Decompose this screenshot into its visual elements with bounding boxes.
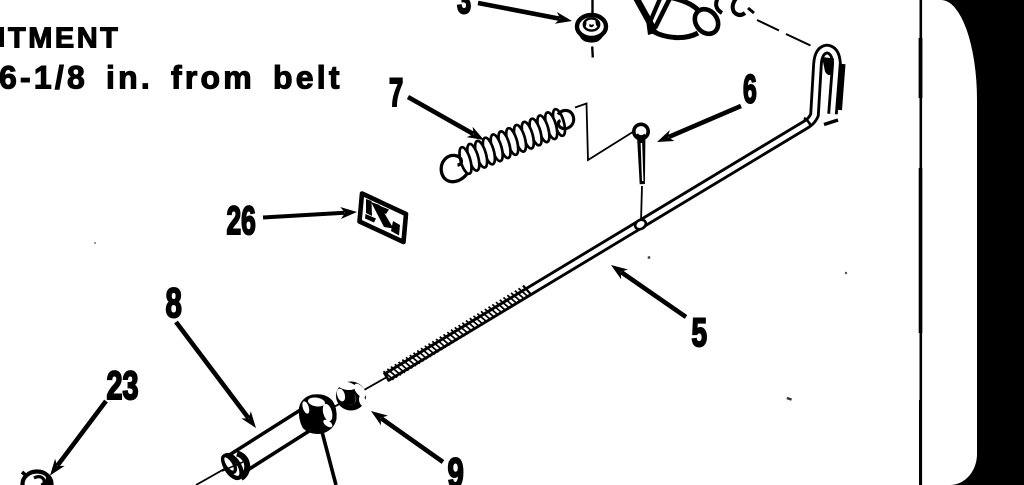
svg-text:6: 6 bbox=[743, 68, 757, 112]
svg-text:26: 26 bbox=[227, 199, 256, 244]
svg-text:23: 23 bbox=[107, 363, 139, 408]
svg-text:9: 9 bbox=[448, 449, 464, 485]
svg-text:3: 3 bbox=[457, 0, 471, 23]
svg-text:5: 5 bbox=[692, 311, 708, 355]
svg-text:6-1/8 in. from belt: 6-1/8 in. from belt bbox=[0, 60, 343, 96]
svg-text:7: 7 bbox=[389, 71, 403, 115]
svg-text:TMENT: TMENT bbox=[8, 23, 120, 55]
svg-text:8: 8 bbox=[166, 279, 182, 327]
